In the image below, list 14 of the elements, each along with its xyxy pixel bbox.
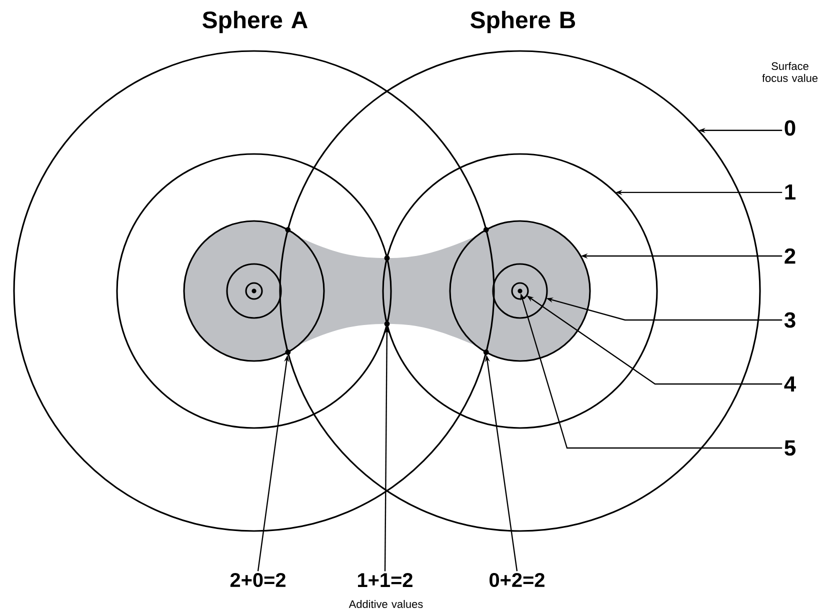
value-label: 1+1=2 [358,573,412,587]
sphere-title: Sphere A [202,10,308,34]
ring-circle [279,50,761,532]
ring-circle [13,50,495,532]
value-label: 4 [784,376,796,392]
value-label: 5 [784,440,796,456]
value-label: 1 [785,184,796,200]
caption-text: Additive values [348,600,423,608]
value-label: 0+2=2 [490,572,544,588]
value-label: 3 [784,312,796,328]
value-label: 2 [784,248,796,264]
sphere-title: Sphere B [470,10,576,34]
value-label: 0 [784,120,796,136]
value-label: 2+0=2 [230,572,286,588]
